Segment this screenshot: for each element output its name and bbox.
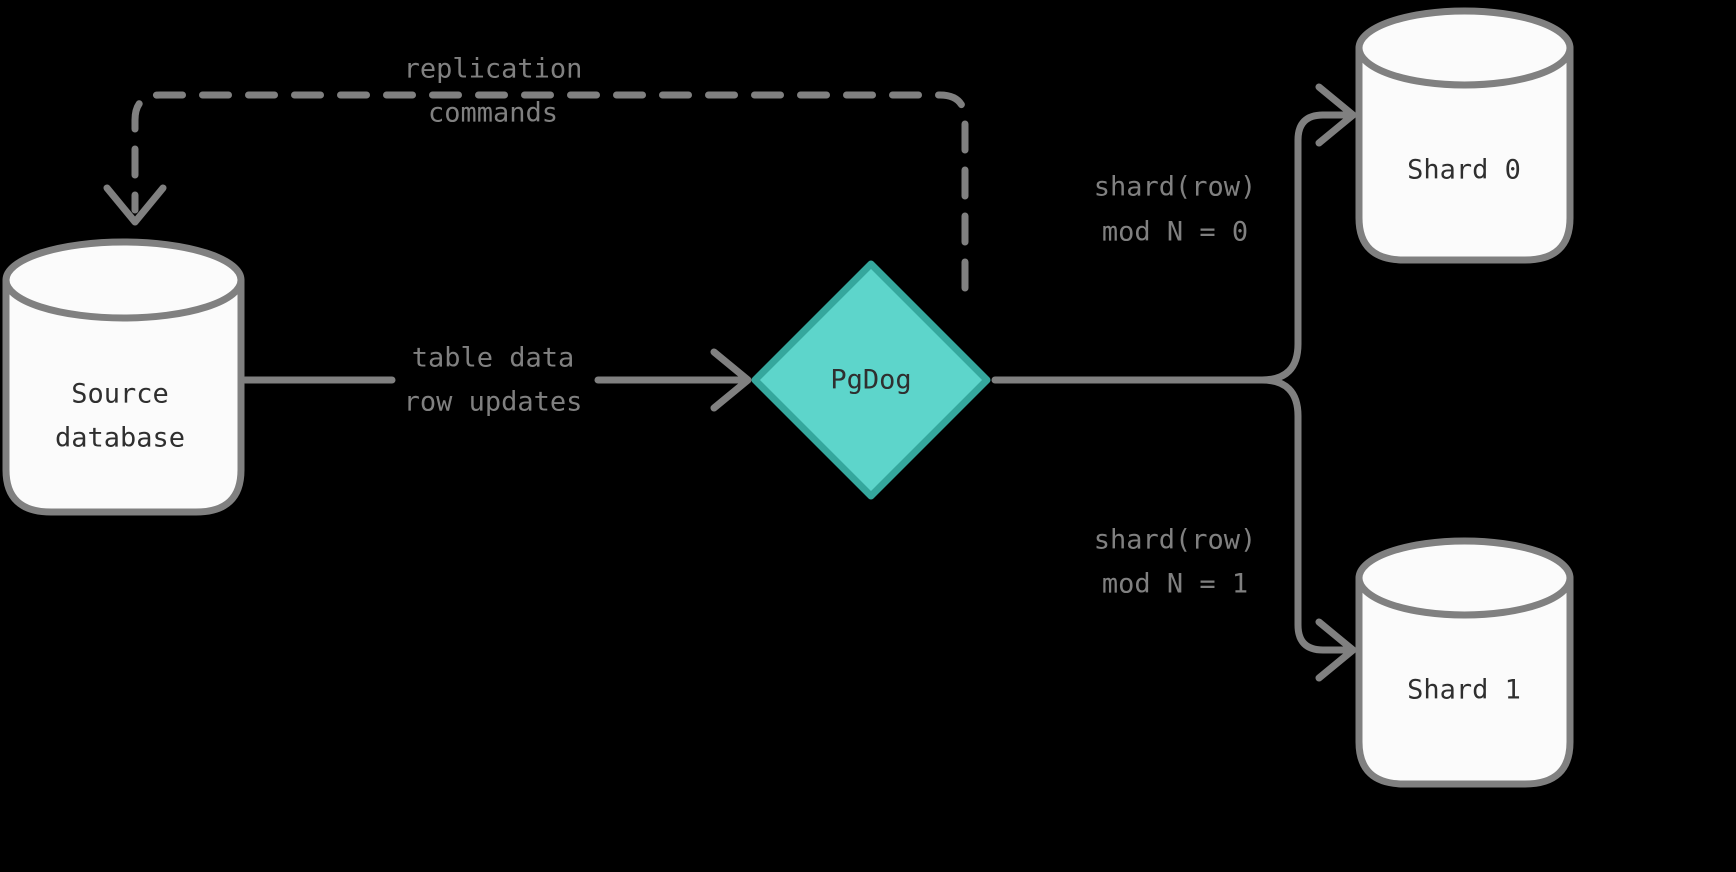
edge-replication-commands: replication commands [103, 54, 969, 292]
table-data-arrowhead [710, 348, 752, 412]
edge-table-data: table data row updates [241, 343, 752, 418]
shard-0-cylinder-top [1355, 7, 1574, 89]
edge-label-table-data-line2: row updates [404, 387, 583, 418]
edge-label-shard-0-line1: shard(row) [1094, 172, 1257, 203]
shard-1-cylinder-body [1355, 574, 1574, 788]
edge-label-shard-1-line2: mod N = 1 [1102, 569, 1248, 600]
shard-0-branch-path [1258, 111, 1329, 384]
node-source-database[interactable]: Source database [2, 238, 245, 516]
edge-label-shard-0-line2: mod N = 0 [1102, 217, 1248, 248]
source-database-cylinder-body [2, 276, 245, 516]
shard-1-arrowhead [1315, 618, 1357, 682]
node-pgdog[interactable]: PgDog [751, 260, 991, 500]
shard-1-branch-path [1258, 376, 1351, 654]
source-database-cylinder-top [2, 238, 245, 322]
node-shard-0[interactable]: Shard 0 [1355, 7, 1574, 264]
pgdog-label: PgDog [830, 365, 911, 396]
shard-0-label: Shard 0 [1407, 155, 1521, 186]
replication-path [131, 91, 969, 292]
source-database-label-line2: database [55, 423, 185, 454]
replication-arrowhead [103, 184, 167, 226]
shard-0-arrowhead [1315, 83, 1357, 147]
edge-label-replication-line1: replication [404, 54, 583, 85]
edge-label-shard-1-line1: shard(row) [1094, 525, 1257, 556]
pgdog-diamond-shape [751, 260, 991, 500]
source-database-label-line1: Source [71, 379, 169, 410]
edge-shard-split: shard(row) mod N = 0 shard(row) mod N = … [991, 83, 1357, 682]
edge-label-table-data-line1: table data [412, 343, 575, 374]
edge-label-replication-line2: commands [428, 98, 558, 129]
node-shard-1[interactable]: Shard 1 [1355, 537, 1574, 788]
shard-0-cylinder-body [1355, 44, 1574, 264]
shard-1-label: Shard 1 [1407, 675, 1521, 706]
shard-1-cylinder-top [1355, 537, 1574, 619]
